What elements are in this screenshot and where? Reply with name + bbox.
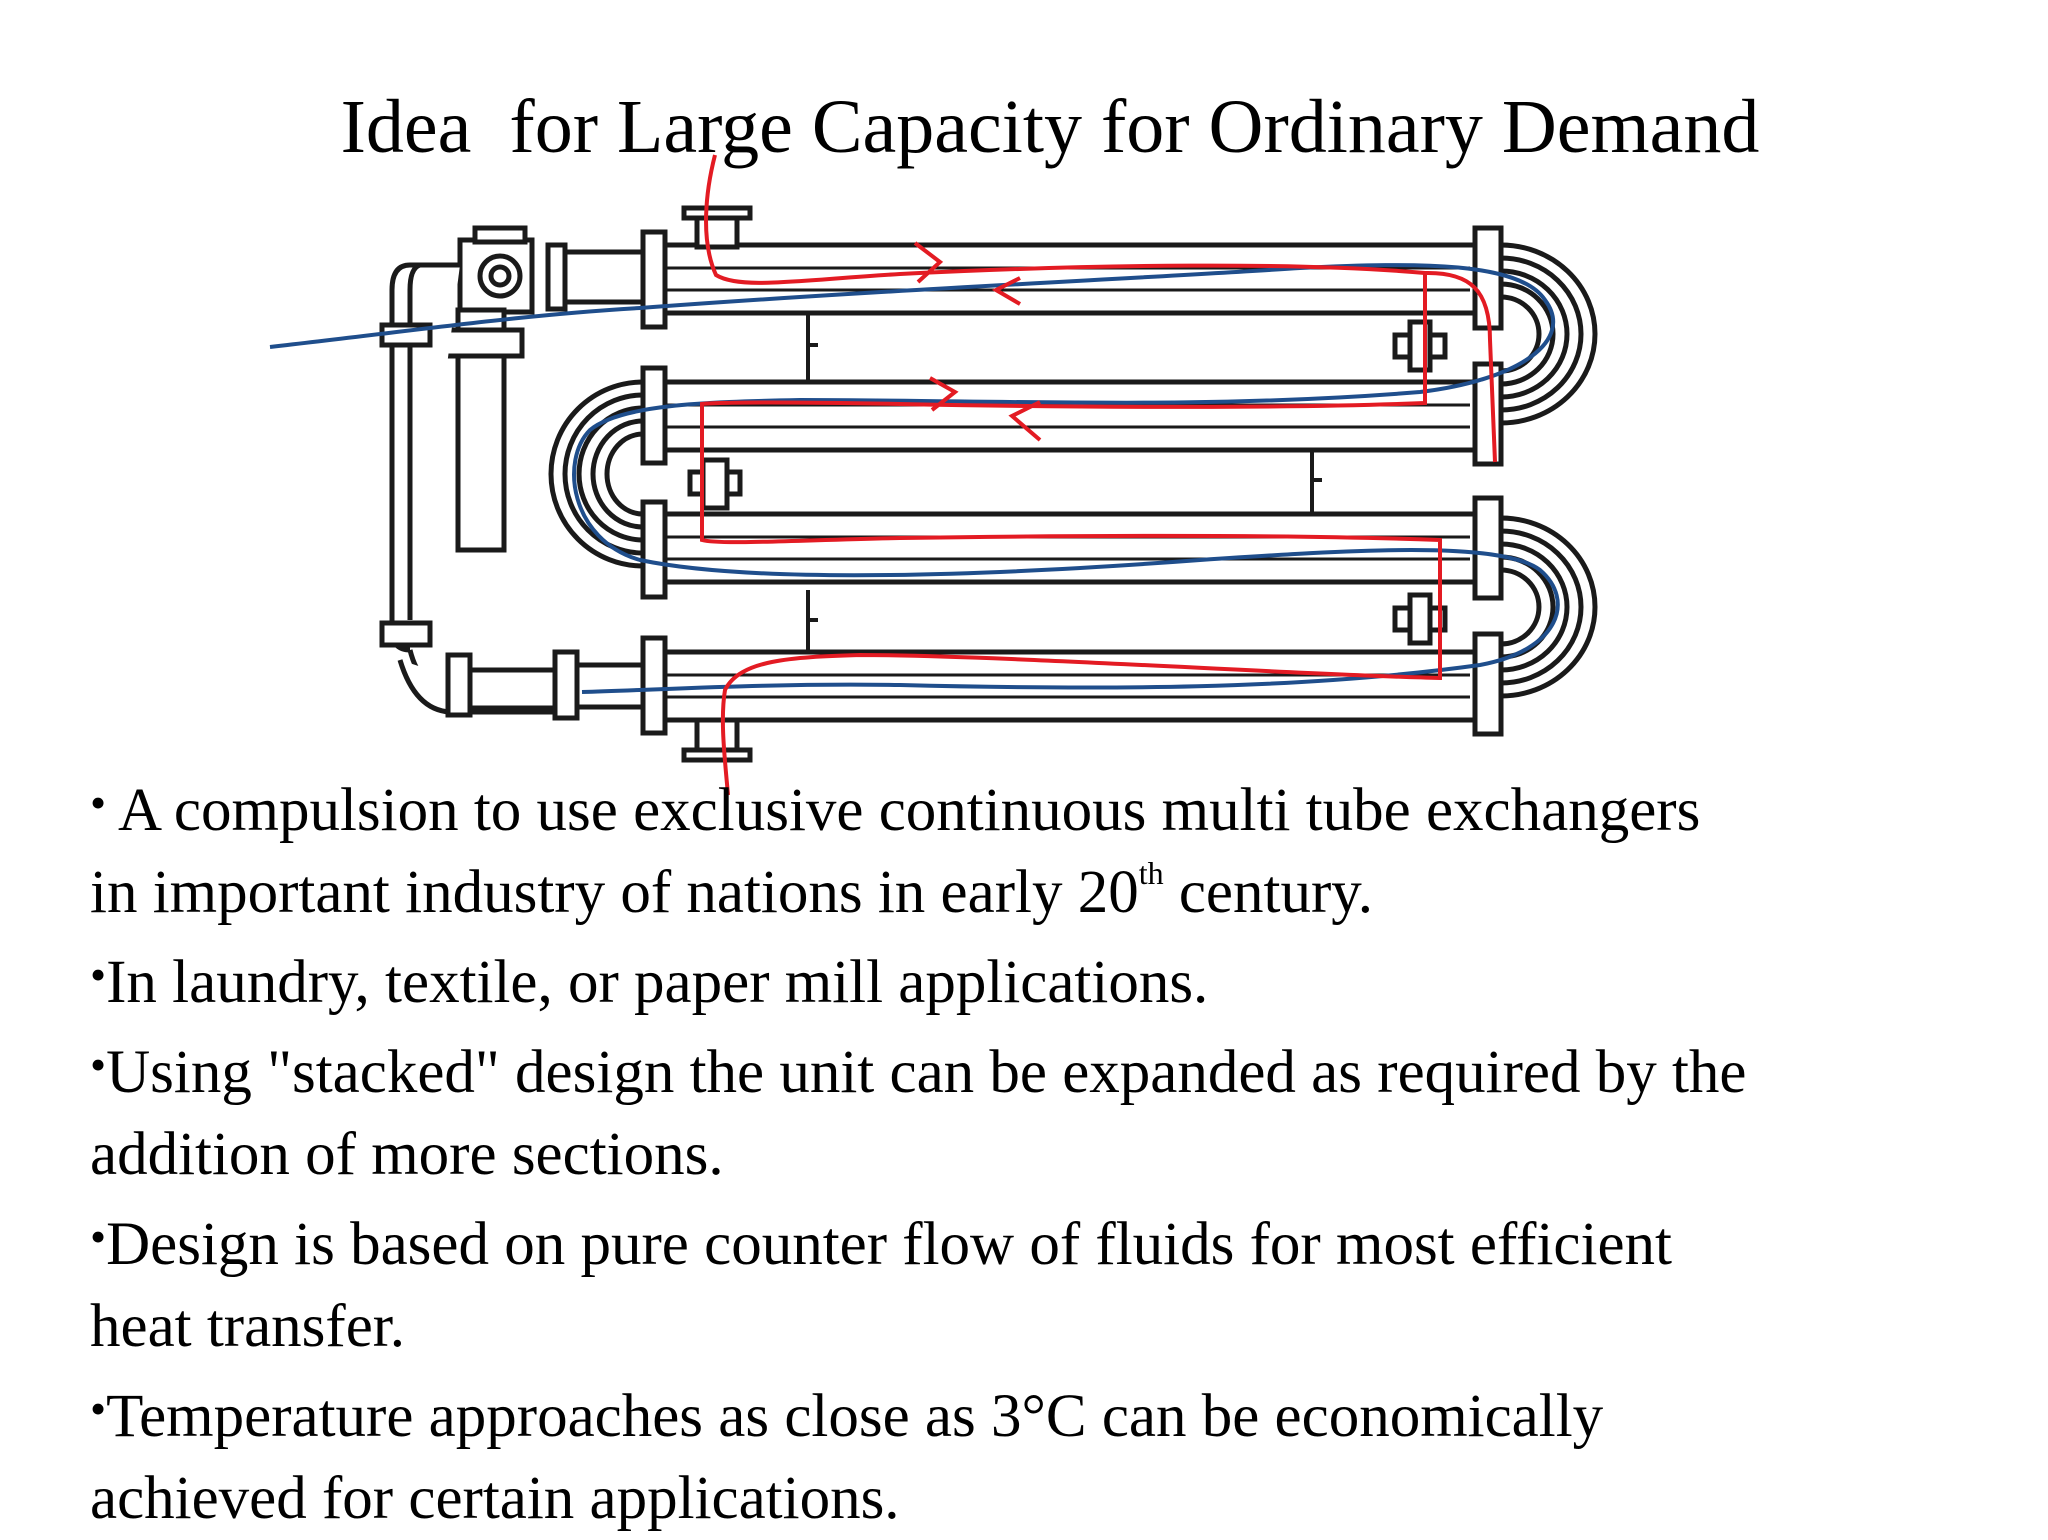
right-return-bend-top <box>1500 242 1598 426</box>
bullet-3-line-1: Using "stacked" design the unit can be e… <box>106 1039 1747 1106</box>
bullet-item-1: • A compulsion to use exclusive continuo… <box>90 762 2020 852</box>
left-return-bend <box>548 379 644 569</box>
flow-arrows <box>913 241 1042 442</box>
hot-flow-path <box>700 154 1442 796</box>
outlet-piping <box>397 649 646 721</box>
bullet-4-line-1: Design is based on pure counter flow of … <box>106 1211 1672 1278</box>
hot-flow-branch <box>1424 270 1497 463</box>
bullet-list: • A compulsion to use exclusive continuo… <box>90 762 2020 1540</box>
bullet-1-line-2: in important industry of nations in earl… <box>90 859 1139 926</box>
ordinal-suffix: th <box>1138 855 1164 891</box>
bullet-item-2: •In laundry, textile, or paper mill appl… <box>90 934 2020 1024</box>
right-return-bend-bottom <box>1500 515 1598 699</box>
bullet-marker: • <box>90 949 107 1000</box>
bullet-5-line-2: achieved for certain applications. <box>90 1465 900 1532</box>
support-brackets <box>806 315 1322 652</box>
couplings <box>687 319 1448 646</box>
bullet-3-line-2: addition of more sections. <box>90 1121 724 1188</box>
bullet-1-line-2-end: century. <box>1163 859 1374 926</box>
bullet-item-4-continued: heat transfer. <box>90 1286 2020 1368</box>
bullet-marker: • <box>90 1039 107 1090</box>
end-flanges <box>640 225 1504 737</box>
cold-flow-path <box>269 263 1560 694</box>
bullet-item-3: •Using "stacked" design the unit can be … <box>90 1024 2020 1114</box>
bullet-item-5: •Temperature approaches as close as 3°C … <box>90 1368 2020 1458</box>
bullet-4-line-2: heat transfer. <box>90 1293 406 1360</box>
bullet-1-line-1: A compulsion to use exclusive continuous… <box>118 777 1701 844</box>
bullet-item-3-continued: addition of more sections. <box>90 1114 2020 1196</box>
bullet-5-line-1: Temperature approaches as close as 3°C c… <box>106 1383 1604 1450</box>
bullet-item-5-continued: achieved for certain applications. <box>90 1458 2020 1540</box>
bullet-item-1-continued: in important industry of nations in earl… <box>90 852 2020 934</box>
bullet-item-4: •Design is based on pure counter flow of… <box>90 1196 2020 1286</box>
inlet-manifold <box>379 225 646 653</box>
bullet-marker: • <box>90 1211 107 1262</box>
bullet-marker: • <box>90 777 107 828</box>
nozzles <box>681 205 753 763</box>
slide-title: Idea for Large Capacity for Ordinary Dem… <box>340 85 1760 169</box>
bullet-2-text: In laundry, textile, or paper mill appli… <box>106 949 1209 1016</box>
bullet-marker: • <box>90 1383 107 1434</box>
shell-tubes <box>657 242 1478 723</box>
